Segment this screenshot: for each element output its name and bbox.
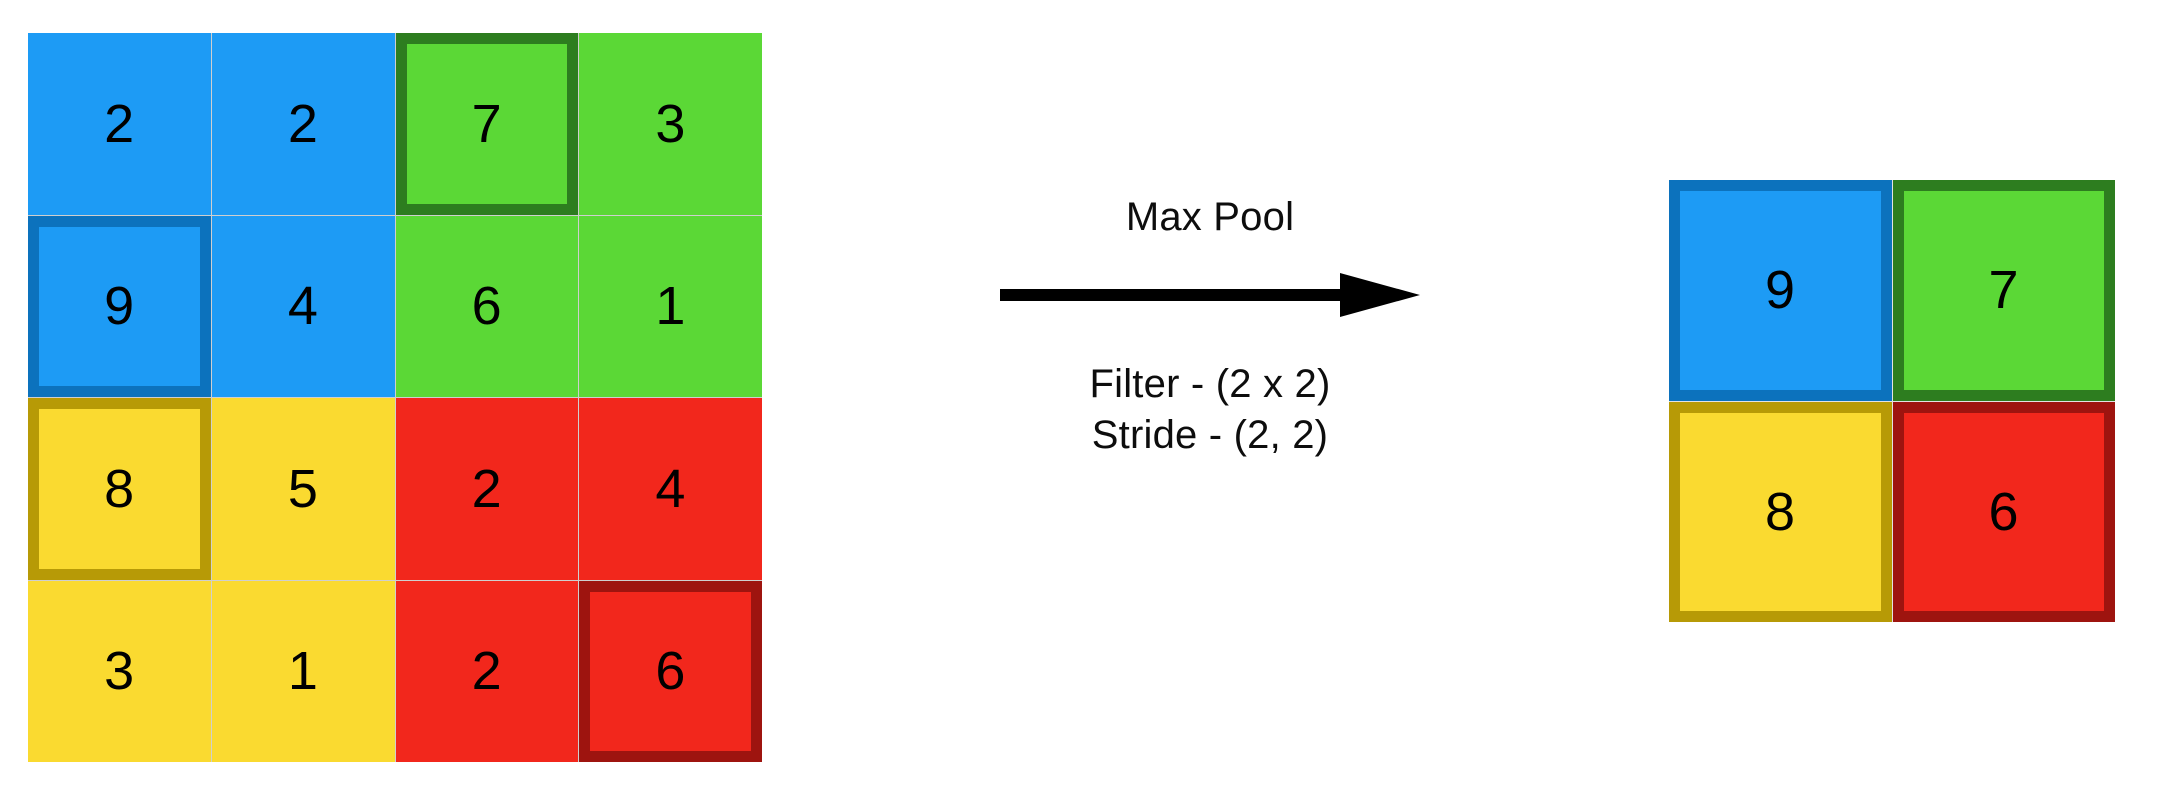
input-matrix-cell-value: 9 — [104, 276, 135, 337]
filter-param: Filter - (2 x 2) — [1089, 362, 1331, 406]
output-matrix-cell-r0-c0: 9 — [1669, 180, 1892, 401]
input-matrix-cell-value: 6 — [655, 641, 686, 702]
input-matrix-cell-value: 2 — [471, 641, 503, 702]
input-matrix-cell-r2-c0: 8 — [28, 398, 211, 580]
input-matrix-cell-r3-c0: 3 — [28, 580, 211, 762]
input-matrix-cell-r1-c3: 1 — [579, 215, 762, 397]
input-matrix-cell-r1-c2: 6 — [395, 215, 579, 397]
output-matrix-cell-value: 8 — [1764, 481, 1796, 542]
input-matrix-cell-value: 1 — [287, 641, 319, 702]
stride-param: Stride - (2, 2) — [1091, 413, 1329, 458]
input-matrix-cell-value: 2 — [287, 93, 319, 154]
output-matrix-cell-value: 9 — [1764, 260, 1796, 321]
input-matrix-cell-r2-c3: 4 — [579, 398, 762, 580]
input-matrix-cell-value: 1 — [655, 276, 686, 337]
input-matrix-cell-r0-c0: 2 — [28, 33, 211, 215]
input-matrix-cell-r1-c1: 4 — [211, 215, 395, 397]
output-matrix-cell-r1-c0: 8 — [1669, 401, 1892, 622]
transform-annotation: Max Pool Filter - (2 x 2) Stride - (2, 2… — [950, 195, 1470, 461]
input-matrix-cell-value: 2 — [471, 458, 503, 519]
input-matrix-cell-r2-c1: 5 — [211, 398, 395, 580]
output-matrix: 9 7 8 6 — [1669, 180, 2115, 622]
input-matrix-cell-value: 7 — [471, 93, 503, 154]
input-matrix-cell-r3-c1: 1 — [211, 580, 395, 762]
right-arrow-icon — [1000, 269, 1420, 321]
output-matrix-cell-r0-c1: 7 — [1892, 180, 2115, 401]
input-matrix-cell-value: 3 — [655, 93, 686, 154]
input-matrix-cell-value: 4 — [655, 458, 686, 519]
input-matrix-cell-r3-c2: 2 — [395, 580, 579, 762]
input-matrix-cell-value: 8 — [104, 458, 135, 519]
output-matrix-cell-value: 7 — [1988, 260, 2020, 321]
input-matrix-cell-r1-c0: 9 — [28, 215, 211, 397]
input-matrix-cell-value: 3 — [104, 641, 135, 702]
input-matrix-cell-r0-c1: 2 — [211, 33, 395, 215]
input-matrix-cell-value: 5 — [287, 458, 319, 519]
input-matrix-cell-r0-c3: 3 — [579, 33, 762, 215]
input-matrix-cell-r2-c2: 2 — [395, 398, 579, 580]
input-matrix-cell-value: 6 — [471, 276, 503, 337]
input-matrix: 2 2 7 3 9 4 6 1 8 5 2 4 3 1 2 6 — [28, 33, 762, 762]
input-matrix-cell-value: 4 — [287, 276, 319, 337]
operation-label: Max Pool — [1125, 195, 1295, 239]
output-matrix-cell-value: 6 — [1988, 481, 2020, 542]
output-matrix-cell-r1-c1: 6 — [1892, 401, 2115, 622]
input-matrix-cell-r3-c3: 6 — [579, 580, 762, 762]
input-matrix-cell-value: 2 — [104, 93, 135, 154]
input-matrix-cell-r0-c2: 7 — [395, 33, 579, 215]
